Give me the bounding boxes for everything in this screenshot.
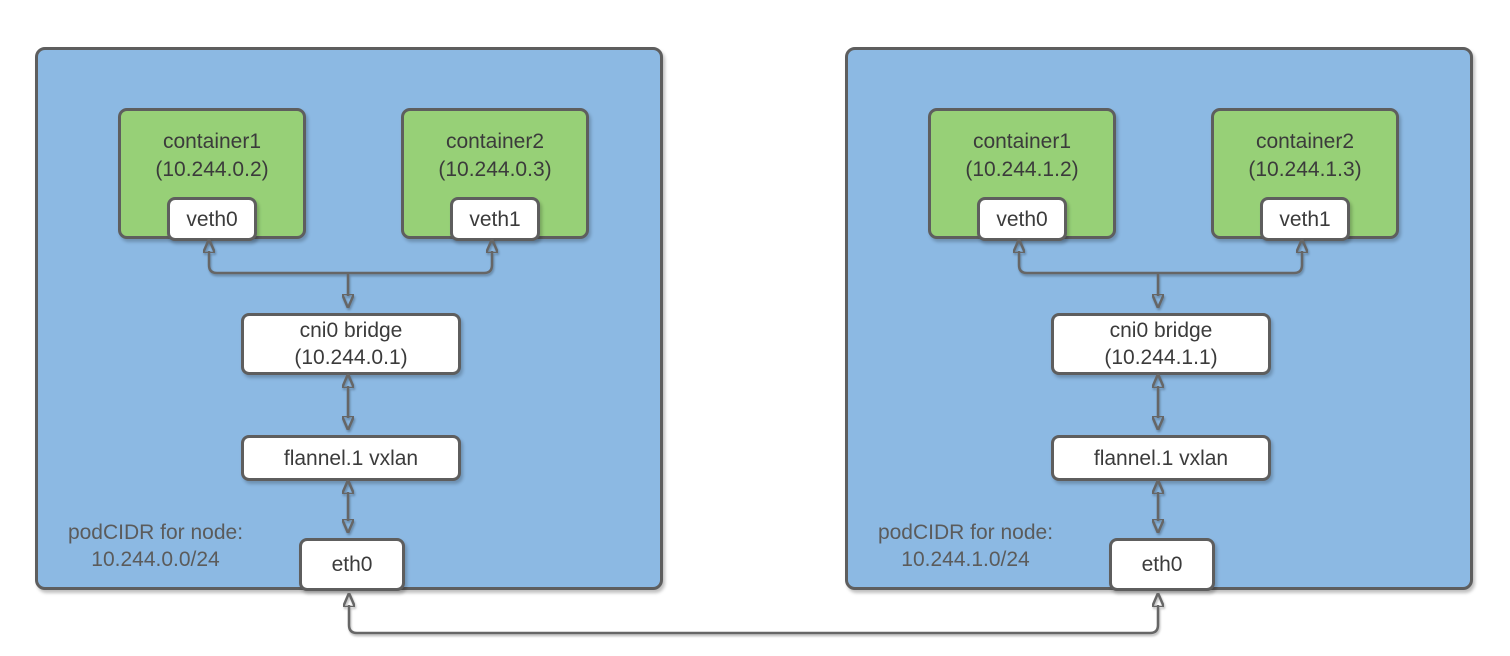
cni0-bridge-box: cni0 bridge (10.244.1.1): [1051, 313, 1271, 375]
container-name: container1: [162, 130, 262, 153]
veth1-box: veth1: [1260, 197, 1350, 241]
arrow-link-to-right-eth0: [753, 605, 1158, 635]
node-box-left: container1 (10.244.0.2) container2 (10.2…: [35, 47, 663, 591]
podcidr-label: podCIDR for node: 10.244.1.0/24: [858, 519, 1073, 573]
veth0-box: veth0: [167, 197, 257, 241]
eth0-box: eth0: [1109, 538, 1215, 591]
container-ip: (10.244.0.3): [438, 158, 552, 181]
bridge-name: cni0 bridge: [299, 319, 403, 342]
veth0-box: veth0: [977, 197, 1067, 241]
flannel-vxlan-box: flannel.1 vxlan: [1051, 435, 1271, 481]
container-name: container2: [1255, 130, 1355, 153]
container2-box: container2 (10.244.0.3): [401, 108, 589, 239]
flannel-vxlan-box: flannel.1 vxlan: [241, 435, 461, 481]
container-ip: (10.244.1.3): [1248, 158, 1362, 181]
node-box-right: container1 (10.244.1.2) container2 (10.2…: [845, 47, 1473, 591]
podcidr-line2: 10.244.0.0/24: [91, 548, 220, 571]
bridge-ip: (10.244.0.1): [294, 346, 408, 369]
podcidr-label: podCIDR for node: 10.244.0.0/24: [48, 519, 263, 573]
container-name: container1: [972, 130, 1072, 153]
container-ip: (10.244.1.2): [965, 158, 1079, 181]
bridge-ip: (10.244.1.1): [1104, 346, 1218, 369]
veth1-box: veth1: [450, 197, 540, 241]
container1-box: container1 (10.244.1.2): [928, 108, 1116, 239]
eth0-box: eth0: [299, 538, 405, 591]
bridge-name: cni0 bridge: [1109, 319, 1213, 342]
podcidr-line1: podCIDR for node:: [67, 521, 244, 544]
podcidr-line2: 10.244.1.0/24: [901, 548, 1030, 571]
arrow-link-to-left-eth0: [349, 605, 753, 635]
container-ip: (10.244.0.2): [155, 158, 269, 181]
podcidr-line1: podCIDR for node:: [877, 521, 1054, 544]
container-name: container2: [445, 130, 545, 153]
cni0-bridge-box: cni0 bridge (10.244.0.1): [241, 313, 461, 375]
